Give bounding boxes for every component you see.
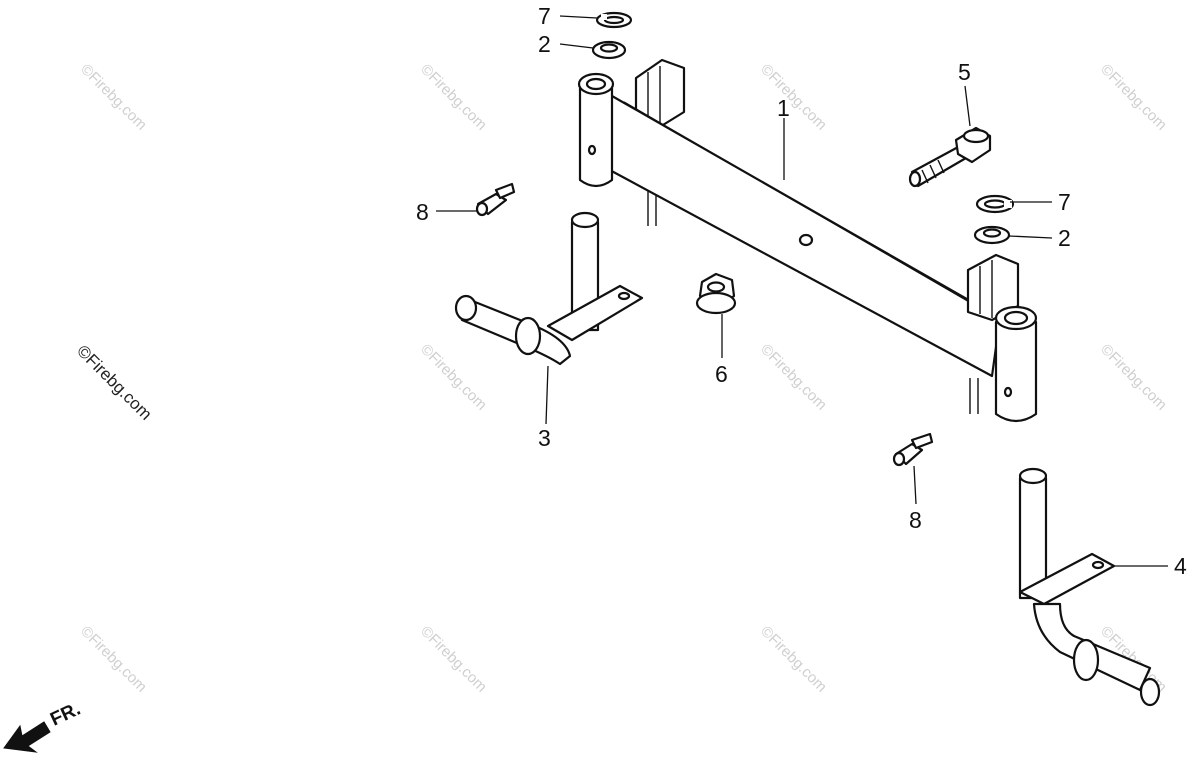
axle-beam-part-1 <box>577 58 1038 423</box>
callout-4: 4 <box>1174 553 1187 579</box>
washer-part-2-right <box>973 225 1011 245</box>
callout-2-top: 2 <box>538 31 551 57</box>
callout-6: 6 <box>715 361 728 387</box>
spindle-part-4 <box>1018 467 1161 707</box>
arrow-left-down-icon <box>3 721 51 753</box>
watermark: ©Firebg.com <box>1097 341 1170 414</box>
flange-nut-part-6 <box>695 272 737 315</box>
watermark: ©Firebg.com <box>417 61 490 134</box>
clip-part-7-right <box>975 194 1015 214</box>
watermark: ©Firebg.com <box>417 341 490 414</box>
callout-1: 1 <box>777 95 790 121</box>
front-direction-arrow: FR. <box>3 699 84 753</box>
callout-8-right: 8 <box>909 507 922 533</box>
callout-3: 3 <box>538 425 551 451</box>
watermark: ©Firebg.com <box>77 61 150 134</box>
callouts: 7 2 1 5 7 2 8 6 3 8 4 <box>416 3 1187 579</box>
watermark: ©Firebg.com <box>77 623 150 696</box>
clip-part-7-top <box>595 11 633 29</box>
grease-nipple-part-8-right <box>892 432 934 467</box>
watermark: ©Firebg.com <box>417 623 490 696</box>
leader-lines <box>436 15 1168 567</box>
bolt-part-5 <box>908 126 992 188</box>
watermark-dark: ©Firebg.com <box>73 341 155 423</box>
front-label: FR. <box>47 699 84 731</box>
grease-nipple-part-8-left <box>475 182 516 217</box>
watermark: ©Firebg.com <box>757 341 830 414</box>
watermark: ©Firebg.com <box>757 623 830 696</box>
callout-5: 5 <box>958 59 971 85</box>
watermark: ©Firebg.com <box>1097 61 1170 134</box>
callout-7-top: 7 <box>538 3 551 29</box>
callout-7-right: 7 <box>1058 189 1071 215</box>
spindle-part-3 <box>454 211 644 366</box>
watermark: ©Firebg.com <box>757 61 830 134</box>
callout-2-right: 2 <box>1058 225 1071 251</box>
callout-8-left: 8 <box>416 199 429 225</box>
washer-part-2-top <box>591 40 627 60</box>
